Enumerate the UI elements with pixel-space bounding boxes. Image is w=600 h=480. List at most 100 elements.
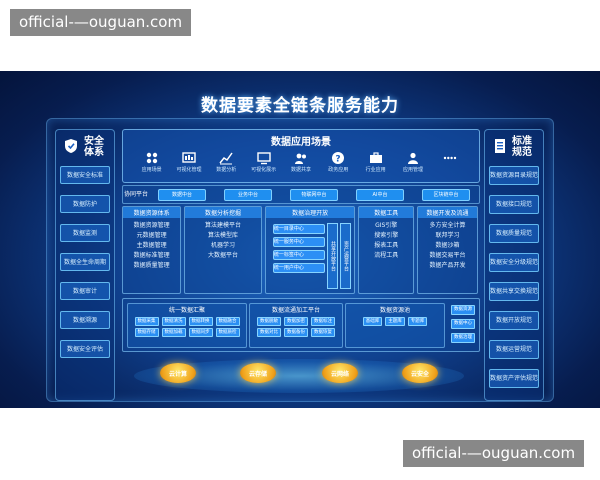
center-area: 数据应用场景 应用场景可视化管理数据分析可视化展示数据共享?政务应用行业应用应用… xyxy=(122,129,480,399)
standards-column: 标准规范 数据资源目录规范数据接口规范数据质量规范数据安全分级规范数据共享交换规… xyxy=(484,129,544,401)
platform-pill[interactable]: 业务中台 xyxy=(224,188,272,201)
foundation-group-2: 数据流通加工平台 数据脱敏数据加密数据标注数据对比数据备份数据恢复 xyxy=(249,303,343,348)
module-line: 数据资源管理 xyxy=(133,222,170,229)
chart-icon xyxy=(218,151,234,165)
platform-pill[interactable]: 物联网中台 xyxy=(290,188,338,201)
module-line: 报表工具 xyxy=(374,242,399,249)
module-line: 元数据管理 xyxy=(136,232,167,239)
app-scenario-label: 政务应用 xyxy=(328,167,349,173)
more-icon xyxy=(442,151,458,165)
security-title: 安全体系 xyxy=(84,136,104,158)
diagram-canvas: 数据要素全链条服务能力 安全体系 数据安全标准数据防护数据监测数据全生命周期数据… xyxy=(0,71,600,408)
capability-module: 数据分析挖掘算法建模平台算法模型库机器学习大数据平台 xyxy=(184,206,262,294)
foundation-group-title: 统一数据汇聚 xyxy=(168,307,205,314)
foundation-item[interactable]: 数据同步 xyxy=(188,328,213,337)
foundation-item[interactable]: 专题库 xyxy=(407,317,428,326)
module-title: 数据治理开放 xyxy=(265,207,355,218)
standards-item: 数据共享交换规范 xyxy=(489,282,539,301)
foundation-item[interactable]: 主题库 xyxy=(385,317,405,326)
module-line: 主数据管理 xyxy=(136,242,167,249)
standards-item: 数据接口规范 xyxy=(489,195,539,214)
foundation-item[interactable]: 基础库 xyxy=(362,317,383,326)
capability-module: 数据治理开放统一目录中心统一服务中心统一标签中心统一用户中心共享开放平台资产运营… xyxy=(264,206,356,294)
standards-header: 标准规范 xyxy=(485,130,543,164)
module-title: 数据开发及流通 xyxy=(417,207,477,218)
diagram-title: 数据要素全链条服务能力 xyxy=(201,96,399,116)
foundation-item[interactable]: 数据融合 xyxy=(215,317,240,326)
app-scenario-item[interactable]: 应用管理 xyxy=(395,151,431,173)
app-scenario-item[interactable]: 应用场景 xyxy=(134,151,170,173)
watermark-top: official-—ouguan.com xyxy=(10,9,192,36)
dashboard-icon xyxy=(181,151,197,165)
capability-module: 数据资源体系数据资源管理元数据管理主数据管理数据标准管理数据质量管理 xyxy=(122,206,182,294)
foundation-item[interactable]: 数据质检 xyxy=(215,328,240,337)
standards-item: 数据资产评估规范 xyxy=(489,369,539,388)
module-line: 流程工具 xyxy=(374,252,399,259)
svg-text:?: ? xyxy=(336,155,341,165)
question-icon: ? xyxy=(330,151,346,165)
module-body: 数据资源管理元数据管理主数据管理数据标准管理数据质量管理 xyxy=(123,218,180,274)
module-button[interactable]: 统一标签中心 xyxy=(272,250,325,260)
foundation-item[interactable]: 数据加密 xyxy=(284,317,308,326)
module-body: 统一目录中心统一服务中心统一标签中心统一用户中心 xyxy=(266,218,332,279)
app-scenarios-panel: 数据应用场景 应用场景可视化管理数据分析可视化展示数据共享?政务应用行业应用应用… xyxy=(122,129,480,183)
security-item: 数据监测 xyxy=(60,224,110,242)
foundation-item[interactable]: 数据对比 xyxy=(257,328,281,337)
foundation-item[interactable]: 数据备份 xyxy=(284,328,308,337)
platform-pill[interactable]: AI中台 xyxy=(356,188,404,201)
app-scenario-item[interactable]: 可视化管理 xyxy=(171,151,207,173)
cloud-infrastructure: 云计算 云存储 云网络 云安全 xyxy=(122,357,478,393)
foundation-item[interactable]: 数据加载 xyxy=(161,328,186,337)
monitor-icon xyxy=(256,151,272,165)
module-line: 多方安全计算 xyxy=(429,222,466,229)
cloud-node: 云安全 xyxy=(402,363,438,383)
module-line: 数据标准管理 xyxy=(133,252,170,259)
platform-pill[interactable]: 区块链中台 xyxy=(422,188,470,201)
module-line: 数据产品开发 xyxy=(429,262,466,269)
app-scenario-item[interactable]: ? 政务应用 xyxy=(320,151,356,173)
app-scenario-item[interactable]: 数据共享 xyxy=(283,151,319,173)
foundation-item[interactable]: 数据转换 xyxy=(188,317,213,326)
standards-item: 数据运营规范 xyxy=(489,340,539,359)
app-scenario-item[interactable]: 可视化展示 xyxy=(246,151,282,173)
foundation-group-title: 数据流通加工平台 xyxy=(271,307,320,314)
module-title: 数据工具 xyxy=(359,207,413,218)
app-scenario-item[interactable]: 行业应用 xyxy=(358,151,394,173)
module-body: GIS引擎搜索引擎报表工具流程工具 xyxy=(359,218,413,264)
foundation-item[interactable]: 数据存储 xyxy=(134,328,159,337)
people-icon xyxy=(293,151,309,165)
outer-frame xyxy=(46,118,554,402)
module-body: 多方安全计算联邦学习数据沙箱数据交易平台数据产品开发 xyxy=(418,218,477,274)
module-title: 数据资源体系 xyxy=(123,207,181,218)
watermark-bottom: official-—ouguan.com xyxy=(403,440,585,467)
grid-icon xyxy=(144,151,160,165)
foundation-item[interactable]: 数据脱敏 xyxy=(257,317,281,326)
foundation-group-items: 数据采集数据清洗数据转换数据融合数据存储数据加载数据同步数据质检 xyxy=(128,314,246,340)
module-line: 机器学习 xyxy=(211,242,236,249)
foundation-group-3: 数据资源池 基础库主题库专题库 xyxy=(345,303,445,348)
briefcase-icon xyxy=(368,151,384,165)
module-line: 数据质量管理 xyxy=(133,262,170,269)
foundation-group-1: 统一数据汇聚 数据采集数据清洗数据转换数据融合数据存储数据加载数据同步数据质检 xyxy=(127,303,247,348)
shield-icon xyxy=(64,138,78,157)
foundation-item[interactable]: 数据恢复 xyxy=(311,328,335,337)
app-scenario-item[interactable] xyxy=(432,151,468,173)
foundation-item[interactable]: 数据清洗 xyxy=(161,317,186,326)
module-button[interactable]: 统一目录中心 xyxy=(272,224,325,234)
module-vertical-labels: 共享开放平台资产运营平台 xyxy=(327,223,352,289)
foundation-group-items: 基础库主题库专题库 xyxy=(346,314,444,329)
module-button[interactable]: 统一服务中心 xyxy=(272,237,325,247)
app-scenario-item[interactable]: 数据分析 xyxy=(208,151,244,173)
module-line: 数据交易平台 xyxy=(429,252,466,259)
standards-title: 标准规范 xyxy=(512,136,532,158)
platform-pill[interactable]: 数据中台 xyxy=(158,188,206,201)
foundation-item[interactable]: 数据采集 xyxy=(134,317,159,326)
security-item: 数据溯源 xyxy=(60,311,110,329)
foundation-item[interactable]: 数据标注 xyxy=(311,317,335,326)
foundation-group-items: 数据脱敏数据加密数据标注数据对比数据备份数据恢复 xyxy=(250,314,342,340)
security-item: 数据防护 xyxy=(60,195,110,213)
data-foundation-panel: 统一数据汇聚 数据采集数据清洗数据转换数据融合数据存储数据加载数据同步数据质检 … xyxy=(122,298,480,352)
app-scenario-label: 可视化展示 xyxy=(251,167,277,173)
module-button[interactable]: 统一用户中心 xyxy=(272,263,325,273)
